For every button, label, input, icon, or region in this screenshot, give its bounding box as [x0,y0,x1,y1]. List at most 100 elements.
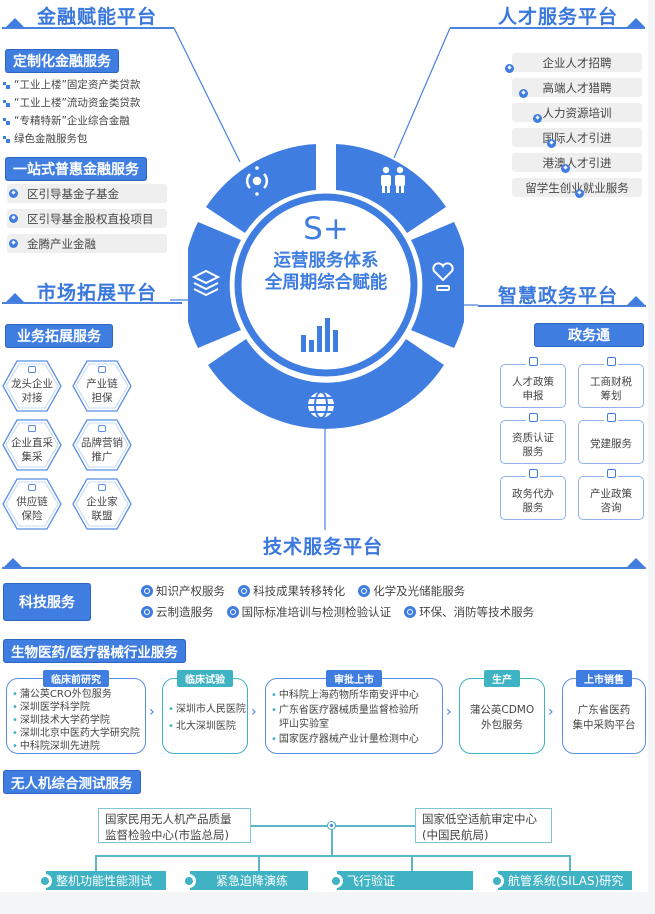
drone-bar: 整机功能性能测试 [38,871,166,890]
transfer-icon [238,585,251,597]
cube-icon [490,873,504,888]
cube-icon [9,189,18,198]
talent-platform-title: 人才服务平台 [498,6,619,28]
cube-icon [329,873,343,888]
stage-item: 坪山实验室 [279,719,329,730]
extinguisher-icon [404,606,417,618]
list-item: 国际人才引进 [512,128,642,147]
platform-marker-icon [627,296,645,305]
link-icon [3,135,10,143]
drone-bar: 航管系统(SILAS)研究 [490,871,632,890]
list-item: 高端人才猎聘 [512,78,642,97]
tech-item: 云制造服务 [141,604,214,620]
chevron-right-icon: › [446,704,452,720]
stage-item: 北大深圳医院 [168,718,246,735]
flow-stage-sales: 上市销售 广东省医药集中采购平台 [562,670,646,754]
shield-check-icon [28,484,36,491]
segment-gov [411,222,464,348]
tech-services-row2: 云制造服务 国际标准培训与检测检验认证 环保、消防等技术服务 [141,603,542,622]
chevron-right-icon: › [149,704,155,720]
finance-platform-title: 金融赋能平台 [37,6,158,28]
tech-item: 化学及光储能服务 [358,583,465,599]
custom-finance-list: “工业上楼”固定资产类贷款 “工业上楼”流动资金类贷款 “专精特新”企业综合金融… [3,76,140,148]
cube-icon [9,239,18,248]
stage-item: 国家医疗器械产业计量检测中心 [271,733,419,748]
divider [2,27,174,29]
cube-icon [9,214,18,223]
stage-item: 中科院上海药物所华南安评中心 [271,689,419,704]
hex-item: 龙头企业对接 [2,360,62,412]
onestop-finance-tag: 一站式普惠金融服务 [5,157,147,181]
platform-marker-icon [627,558,645,567]
connector [95,855,97,872]
chevron-right-icon: › [548,704,554,720]
talent-people-icon [381,166,405,193]
stage-item: 深圳医学科学院 [12,701,140,714]
tech-item: 国际标准培训与检测检验认证 [226,604,391,620]
connector-lines [170,27,478,530]
connector [331,830,333,855]
market-layers-icon [191,269,221,297]
center-ring [188,144,464,429]
divider [2,302,182,304]
document-icon [526,357,540,369]
gov-item: 政务代办服务 [500,469,566,520]
cube-icon [38,873,52,888]
list-item: “工业上楼”流动资金类贷款 [3,94,140,112]
segment-talent [336,144,446,233]
cube-icon [505,64,514,73]
flow-stage-approval: 审批上市 中科院上海药物所华南安评中心 广东省医疗器械质量监督检验所 坪山实验室… [265,670,443,754]
stage-item: 中科院深圳先进院 [12,740,140,753]
connector [95,855,570,857]
award-icon [526,413,540,425]
platform-marker-icon [4,558,22,567]
hex-item: 产业链担保 [72,360,132,412]
tech-item: 环保、消防等技术服务 [404,604,534,620]
gov-tag: 政务通 [534,323,644,347]
stage-item: 蒲公英CRO外包服务 [12,688,140,701]
divider [2,567,646,569]
hex-item: 供应链保险 [2,478,62,530]
cube-icon [561,164,571,173]
service-system-diagram: 金融赋能平台 定制化金融服务 “工业上楼”固定资产类贷款 “工业上楼”流动资金类… [0,0,648,892]
chart-icon [98,425,106,432]
tech-services-tag: 科技服务 [3,583,91,621]
cube-icon [519,89,529,98]
link-icon [3,117,10,125]
link-icon [3,99,10,107]
gov-item: 党建服务 [578,413,644,464]
cube-icon [575,189,585,198]
list-item: 人力资源培训 [512,103,642,122]
list-item: 企业人才招聘 [512,53,642,72]
gov-item: 资质认证服务 [500,413,566,464]
shield-icon [98,366,106,373]
link-icon [3,81,10,89]
finance-coin-icon [245,173,251,189]
stage-item: 深圳市人民医院 [168,701,246,718]
market-platform-title: 市场拓展平台 [37,282,158,304]
center-line1: 运营服务体系 [273,251,379,271]
divider [450,27,645,29]
stage-title: 生产 [484,670,520,687]
flow-stage-preclinical: 临床前研究 蒲公英CRO外包服务 深圳医学科学院 深圳技术大学药学院 深圳北京中… [6,670,146,754]
tech-platform-title: 技术服务平台 [263,536,384,558]
basket-icon [28,425,36,432]
connector [258,855,260,872]
platform-marker-icon [6,293,24,302]
hex-item: 企业直采集采 [2,419,62,471]
handshake-icon [28,366,36,373]
list-item: 港澳人才引进 [512,153,642,172]
headset-icon [604,469,618,481]
list-item: 留学生创业就业服务 [512,178,642,197]
tech-globe-icon [308,391,334,419]
cube-icon [533,114,543,123]
drone-left-box: 国家民用无人机产品质量监督检验中心(市监总局) [98,808,251,843]
gov-platform-title: 智慧政务平台 [498,285,619,307]
gov-heart-hand-icon [432,262,454,291]
list-item: 绿色金融服务包 [3,130,140,148]
stage-item: 深圳北京中医药大学研究院 [12,727,140,740]
tech-services-row1: 知识产权服务 科技成果转移转化 化学及光储能服务 [141,582,473,601]
list-item: 金腾产业金融 [7,234,167,253]
tax-icon [604,357,618,369]
list-item: 区引导基金股权直投项目 [7,209,167,228]
